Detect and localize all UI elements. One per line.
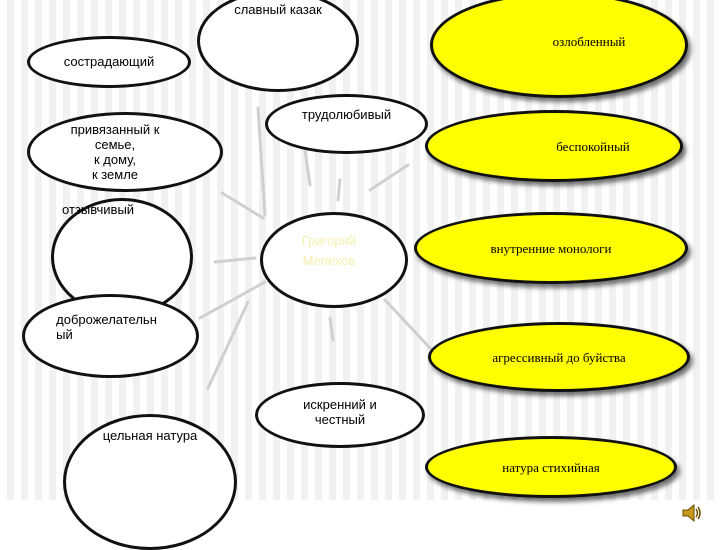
node-attached: привязанный к семье, к дому, к земле — [27, 112, 223, 192]
node-kind-line-1: доброжелательн — [56, 312, 157, 327]
node-monologues-label: внутренние монологи — [490, 240, 612, 256]
node-aggressive-label: агрессивный до буйства — [492, 349, 626, 365]
node-slavny-kazak-label: славный казак — [234, 2, 322, 17]
node-whole-label: цельная натура — [102, 427, 198, 443]
node-spontaneous-label: натура стихийная — [502, 459, 600, 475]
node-center-grigoriy: Григорий Мелехов — [260, 212, 408, 308]
connector-to-responsive — [213, 256, 257, 264]
node-sincere-line-2: честный — [314, 412, 366, 427]
node-restless-label: беспокойный — [556, 138, 630, 154]
node-embittered: озлобленный — [430, 0, 688, 98]
node-embittered-label: озлобленный — [552, 33, 626, 49]
node-sincere: искренний и честный — [255, 382, 425, 448]
node-restless: беспокойный — [425, 110, 683, 182]
connector-to-hardworking — [303, 148, 312, 187]
node-spontaneous: натура стихийная — [425, 436, 677, 498]
connector-to-sincere — [328, 316, 335, 342]
center-line-2: Мелехов — [302, 253, 356, 268]
connector-to-hardworking-2 — [336, 178, 342, 202]
node-kind: доброжелательн ый — [22, 294, 199, 378]
connector-to-attached — [220, 191, 265, 220]
node-attached-line-4: к земле — [91, 167, 139, 182]
node-sincere-line-1: искренний и — [303, 397, 377, 412]
node-responsive-label: отзывчивый — [62, 202, 135, 217]
connector-to-kind — [198, 280, 267, 320]
node-hardworking: трудолюбивый — [265, 94, 428, 154]
node-hardworking-label: трудолюбивый — [301, 106, 392, 122]
node-attached-line-3: к дому, — [93, 152, 136, 167]
speaker-icon[interactable] — [681, 502, 703, 524]
node-monologues: внутренние монологи — [414, 212, 688, 284]
node-slavny-kazak — [197, 0, 359, 92]
node-attached-line-1: привязанный к — [70, 122, 160, 137]
node-compassionate-label: сострадающий — [63, 53, 155, 69]
node-compassionate: сострадающий — [27, 36, 191, 88]
connector-to-whole — [206, 300, 250, 390]
node-whole: цельная натура — [63, 414, 237, 550]
node-attached-line-2: семье, — [94, 137, 136, 152]
connector-to-slavny — [256, 106, 267, 217]
node-aggressive: агрессивный до буйства — [428, 322, 690, 392]
center-line-1: Григорий — [301, 233, 357, 248]
node-kind-line-2: ый — [56, 327, 73, 342]
connector-to-restless — [368, 163, 410, 192]
